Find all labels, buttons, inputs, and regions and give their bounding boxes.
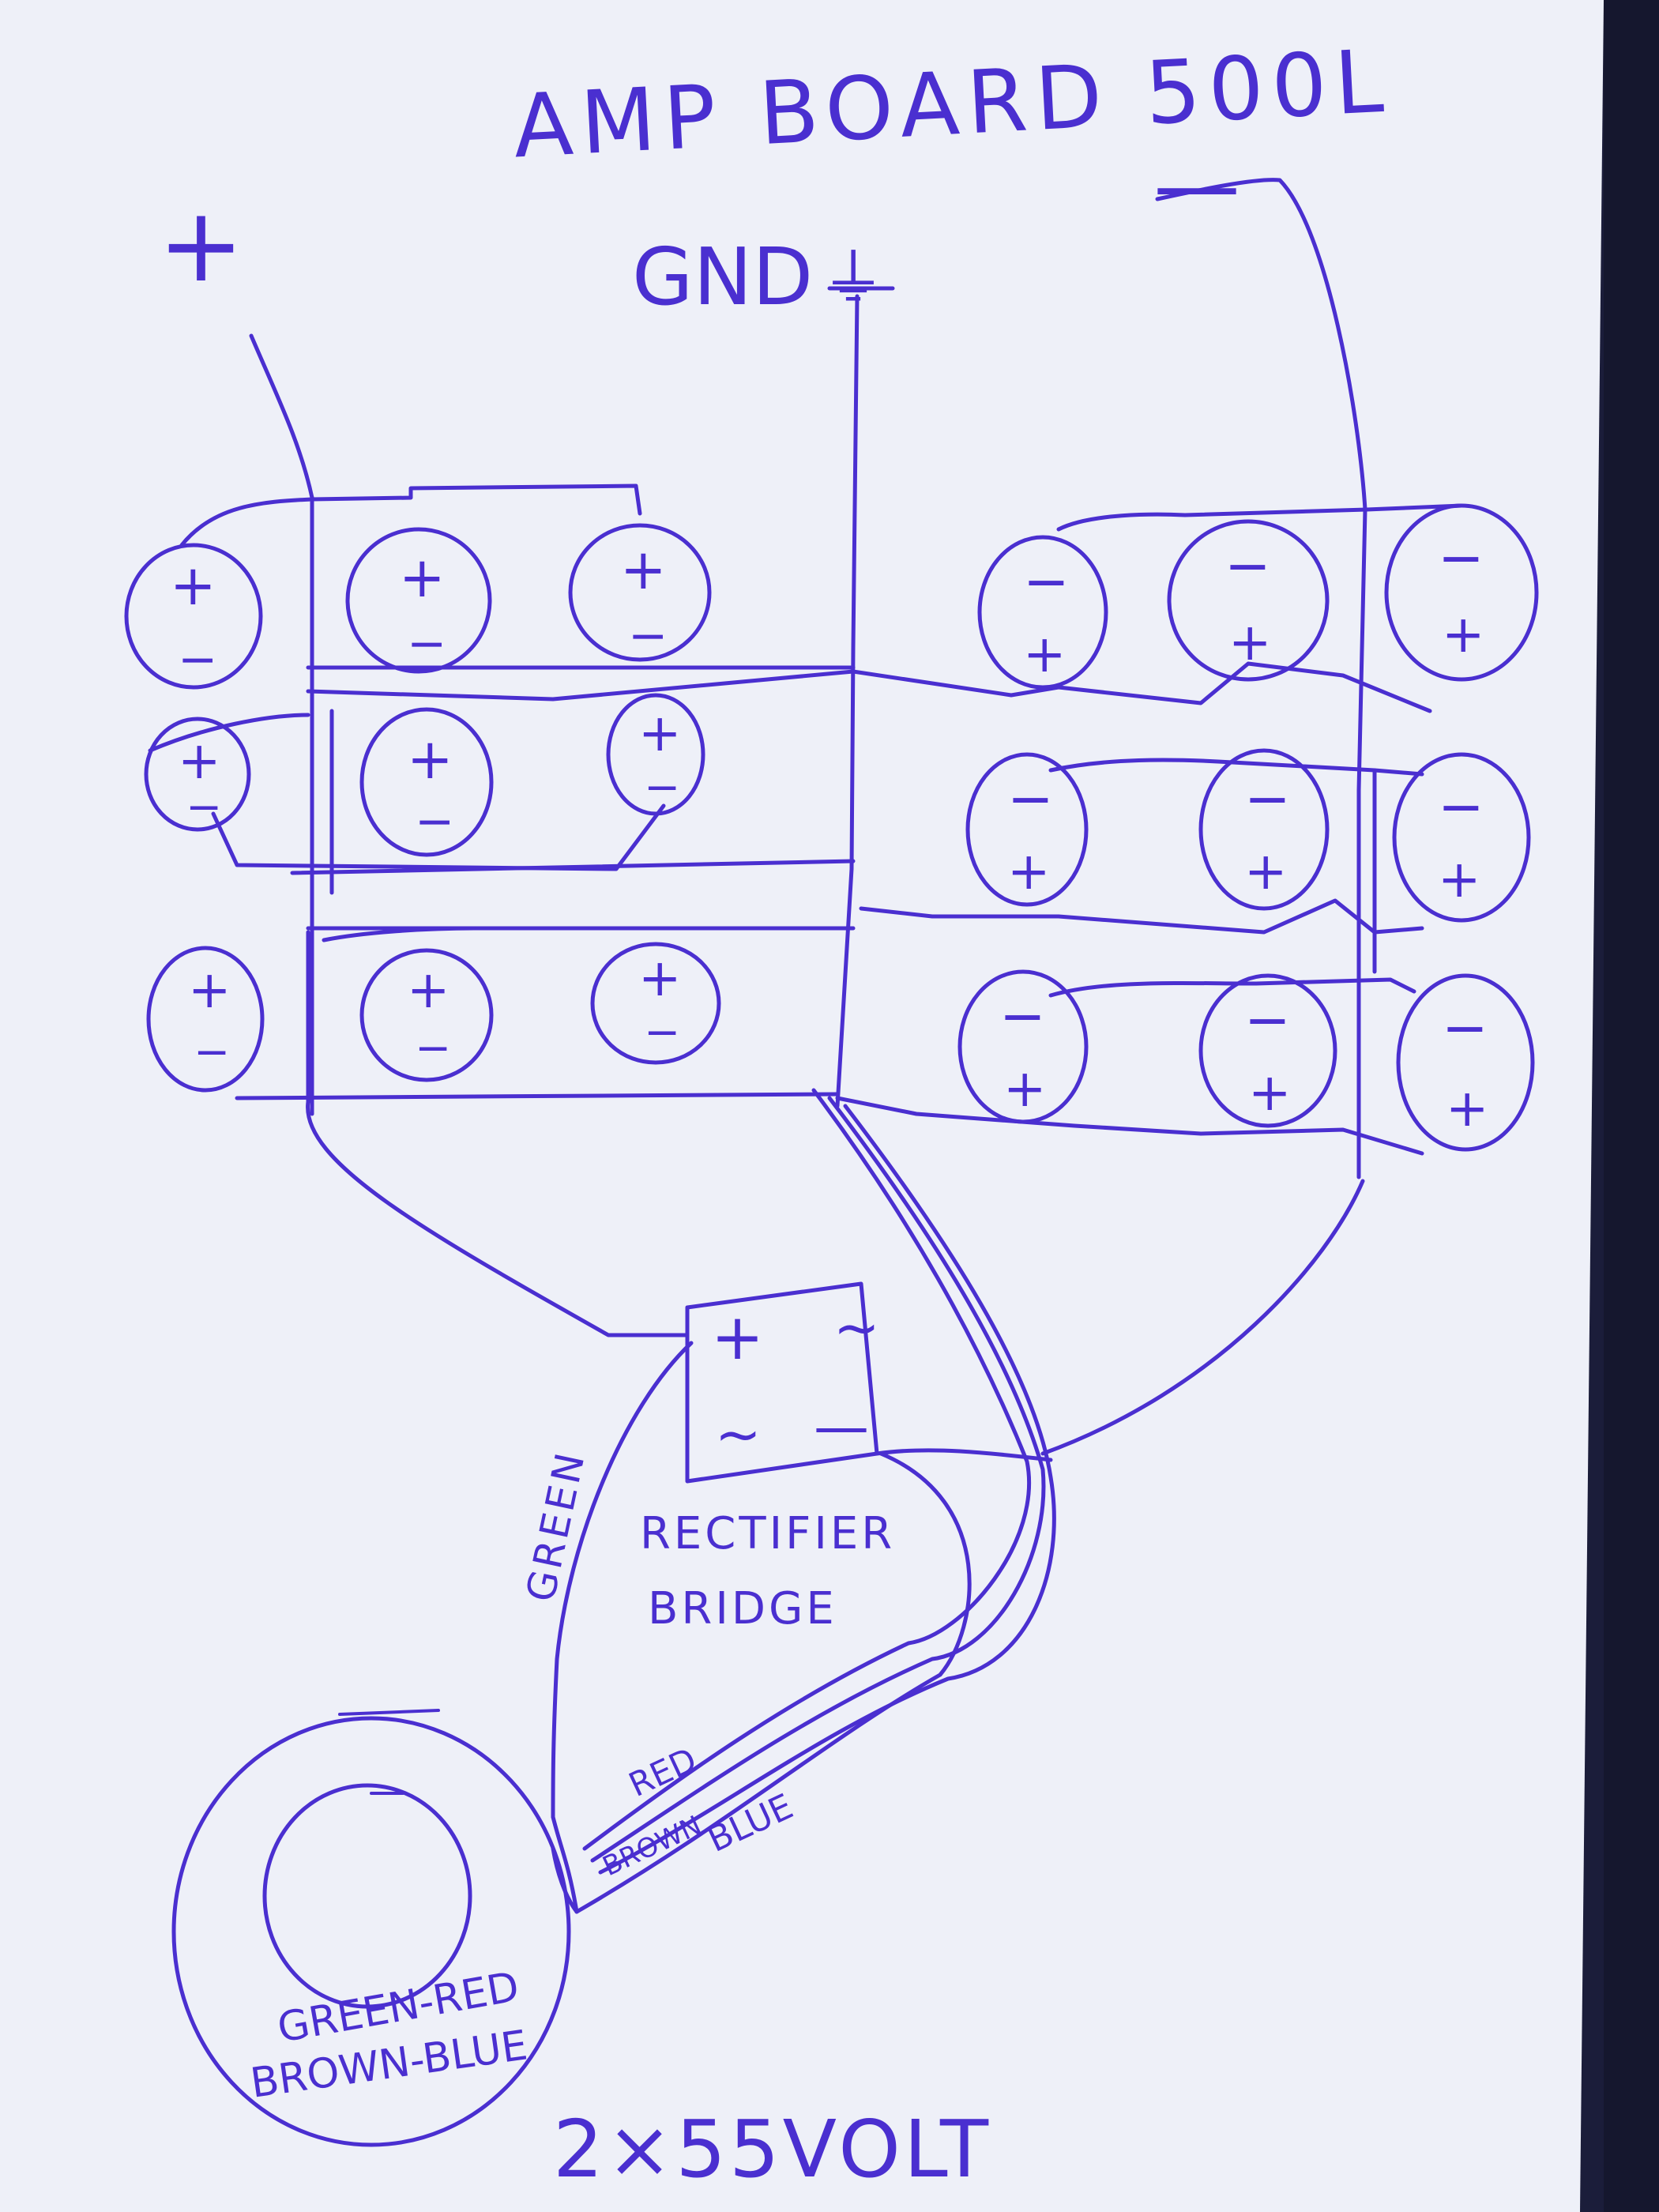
capacitor: + − [359,948,494,1082]
rectifier-ac-top-pin: ~ [833,1296,880,1360]
capacitor: − + [965,752,1089,907]
capacitor-positive-mark: + [1446,1079,1488,1138]
capacitor-negative-mark: − [415,794,454,849]
capacitor: + − [590,942,721,1065]
capacitor-negative-mark: − [415,1022,451,1073]
capacitor-positive-mark: + [1003,1059,1046,1119]
capacitor-negative-mark: − [1007,766,1054,831]
capacitor: + − [146,946,265,1093]
rectifier-ac-bottom-pin: ~ [715,1402,762,1467]
capacitor-negative-mark: − [1438,525,1484,590]
capacitor-negative-mark: − [194,1026,230,1077]
capacitor: − + [1384,503,1539,682]
capacitor-positive-mark: + [620,537,667,602]
capacitor-positive-mark: + [1228,613,1271,672]
capacitor-negative-mark: − [1442,995,1488,1060]
capacitor: − + [957,969,1089,1124]
rectifier-plus-pin: + [711,1300,764,1374]
capacitor: − + [1392,752,1531,923]
capacitor-negative-mark: − [1438,774,1484,839]
ground-symbol: ⏚ [822,242,885,315]
capacitor: + − [345,527,492,674]
capacitor: − + [1198,748,1330,911]
positive-terminal-label: + [158,185,244,305]
capacitor-positive-mark: + [170,553,216,618]
capacitor-positive-mark: + [1438,850,1480,909]
capacitor-negative-mark: − [178,632,217,687]
rectifier-bridge: + ~ ~ — RECTIFIER BRIDGE [640,1281,895,1635]
capacitor-positive-mark: + [188,961,231,1020]
ground-terminal-label: GND [632,231,813,323]
capacitor: + − [124,543,263,690]
capacitor-bank-left: + − + − + − + − + − + − [124,523,721,1093]
voltage-label: 2×55VOLT [553,2103,991,2195]
capacitor-negative-mark: − [644,1006,680,1057]
capacitor: + − [359,707,494,857]
paper [0,0,1604,2212]
capacitor-negative-mark: − [407,616,446,672]
capacitor: − + [1396,973,1535,1152]
capacitor-positive-mark: + [407,961,450,1020]
capacitor: + − [606,693,705,816]
capacitor-positive-mark: + [1007,842,1050,901]
rectifier-label-line2: BRIDGE [648,1583,837,1635]
capacitor-positive-mark: + [399,545,446,610]
paper-right-strip [1604,0,1659,2212]
capacitor: − + [1198,973,1337,1128]
capacitor-negative-mark: − [1023,549,1070,614]
capacitor-bank-right: − + − + − + − + − + − + [957,503,1539,1152]
capacitor-positive-mark: + [1244,842,1287,901]
rectifier-minus-pin: — [814,1394,869,1459]
capacitor-negative-mark: − [1244,766,1291,831]
capacitor-positive-mark: + [1023,625,1066,684]
rectifier-label-line1: RECTIFIER [640,1508,895,1559]
capacitor-negative-mark: − [999,984,1046,1048]
capacitor-positive-mark: + [1442,605,1484,664]
capacitor-negative-mark: − [186,781,222,832]
capacitor-positive-mark: + [1248,1063,1291,1123]
capacitor-positive-mark: + [178,732,220,791]
capacitor-negative-mark: − [1244,988,1291,1052]
capacitor-positive-mark: + [407,727,453,792]
capacitor-negative-mark: − [644,762,680,812]
capacitor: + − [144,717,251,832]
capacitor-positive-mark: + [638,949,681,1008]
capacitor-negative-mark: − [1224,533,1271,598]
capacitor-positive-mark: + [638,704,681,763]
capacitor: − + [977,535,1108,690]
capacitor: − + [1167,519,1330,682]
capacitor: + − [568,523,712,664]
capacitor-negative-mark: − [628,608,668,664]
